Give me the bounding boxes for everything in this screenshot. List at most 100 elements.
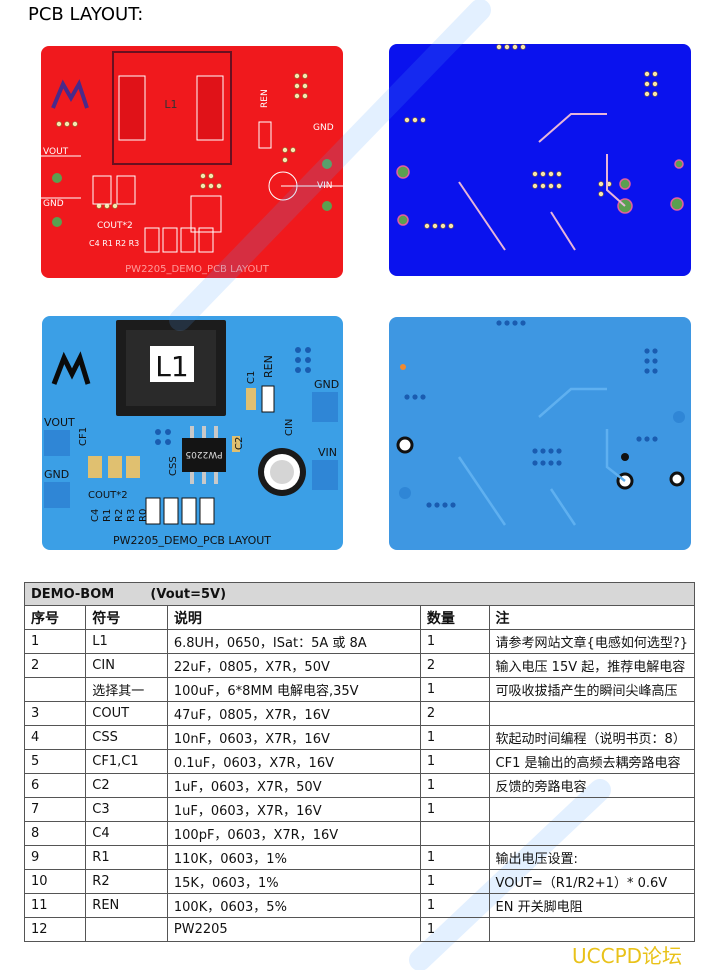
gnd-right-label: GND bbox=[314, 378, 339, 391]
pcb-bottom-layer-blue bbox=[389, 44, 691, 276]
inductor-3d-label: L1 bbox=[155, 350, 188, 383]
table-cell: 11 bbox=[23, 893, 87, 918]
bom-header-row: 序号符号说明数量注 bbox=[23, 605, 696, 630]
table-cell: 0.1uF，0603，X7R，16V bbox=[166, 749, 421, 774]
bom-header-cell: 序号 bbox=[23, 605, 87, 630]
table-cell: 100K，0603，5% bbox=[166, 893, 421, 918]
table-cell: 47uF，0805，X7R，16V bbox=[166, 701, 421, 726]
bom-header-cell: 符号 bbox=[85, 605, 168, 630]
table-cell: REN bbox=[85, 893, 168, 918]
bom-title: DEMO-BOM (Vout=5V) bbox=[24, 582, 695, 606]
red-cout-label: COUT*2 bbox=[97, 221, 133, 231]
logo-3d-icon bbox=[51, 351, 91, 385]
table-cell bbox=[419, 821, 490, 846]
table-cell: 请参考网站文章{电感如何选型?} bbox=[488, 629, 696, 654]
table-cell: 1 bbox=[419, 917, 490, 942]
table-cell: 12 bbox=[23, 917, 87, 942]
table-cell: 10 bbox=[23, 869, 87, 894]
pcb-caption: PW2205_DEMO_PCB LAYOUT bbox=[113, 534, 271, 547]
red-gnd-left-label: GND bbox=[43, 199, 64, 209]
table-cell: VOUT=（R1/R2+1）* 0.6V bbox=[488, 869, 696, 894]
table-cell: 3 bbox=[23, 701, 87, 726]
table-cell: 1 bbox=[419, 797, 490, 822]
table-cell: 6 bbox=[23, 773, 87, 798]
table-cell: 1 bbox=[419, 629, 490, 654]
table-cell: 1 bbox=[419, 725, 490, 750]
table-cell: COUT bbox=[85, 701, 168, 726]
logo-icon bbox=[51, 79, 89, 109]
table-cell: 2 bbox=[419, 653, 490, 678]
table-cell: 1 bbox=[419, 773, 490, 798]
table-cell: 100pF，0603，X7R，16V bbox=[166, 821, 421, 846]
pcb-bottom-3d-view bbox=[389, 317, 691, 550]
table-cell: 可吸收拔插产生的瞬间尖峰高压 bbox=[488, 677, 696, 702]
red-ren-label: REN bbox=[260, 89, 270, 108]
vout-label: VOUT bbox=[44, 416, 75, 429]
table-cell: PW2205 bbox=[166, 917, 421, 942]
table-cell: 反馈的旁路电容 bbox=[488, 773, 696, 798]
table-cell: 输出电压设置: bbox=[488, 845, 696, 870]
table-cell: 1 bbox=[419, 845, 490, 870]
table-cell bbox=[488, 821, 696, 846]
table-cell: 1 bbox=[419, 893, 490, 918]
watermark: UCCPD论坛 bbox=[572, 944, 683, 968]
table-cell: 输入电压 15V 起，推荐电解电容 bbox=[488, 653, 696, 678]
table-cell bbox=[488, 797, 696, 822]
table-cell: 4 bbox=[23, 725, 87, 750]
bom-title-row: DEMO-BOM (Vout=5V) bbox=[24, 582, 695, 606]
table-cell: 100uF，6*8MM 电解电容,35V bbox=[166, 677, 421, 702]
table-cell: C3 bbox=[85, 797, 168, 822]
table-cell: 1 bbox=[419, 677, 490, 702]
c2-label: C2 bbox=[234, 437, 245, 450]
vin-label: VIN bbox=[318, 446, 337, 459]
table-cell: 软起动时间编程（说明书页：8） bbox=[488, 725, 696, 750]
table-cell: 15K，0603，1% bbox=[166, 869, 421, 894]
red-vout-label: VOUT bbox=[43, 147, 69, 157]
table-cell: 7 bbox=[23, 797, 87, 822]
cf1-label: CF1 bbox=[78, 427, 89, 446]
r2-label: R2 bbox=[114, 509, 125, 522]
table-cell: 5 bbox=[23, 749, 87, 774]
table-cell: 1 bbox=[23, 629, 87, 654]
table-cell: 1uF，0603，X7R，50V bbox=[166, 773, 421, 798]
table-cell: 10nF，0603，X7R，16V bbox=[166, 725, 421, 750]
table-cell: 2 bbox=[419, 701, 490, 726]
table-cell: C4 bbox=[85, 821, 168, 846]
red-gnd-right-label: GND bbox=[313, 123, 334, 133]
r1-label: R1 bbox=[102, 509, 113, 522]
red-c4r1r2r3-label: C4 R1 R2 R3 bbox=[89, 239, 139, 248]
table-cell: CIN bbox=[85, 653, 168, 678]
c4-label: C4 bbox=[90, 509, 101, 522]
table-cell: 1 bbox=[419, 749, 490, 774]
table-cell: 选择其一 bbox=[85, 677, 168, 702]
table-cell bbox=[85, 917, 168, 942]
table-cell: CSS bbox=[85, 725, 168, 750]
table-cell: 1uF，0603，X7R，16V bbox=[166, 797, 421, 822]
pcb-top-3d-view: L1 PW2205 REN C1 CF1 VOUT GND GND VIN CI… bbox=[42, 316, 343, 550]
table-cell: C2 bbox=[85, 773, 168, 798]
table-cell: 110K，0603，1% bbox=[166, 845, 421, 870]
table-cell: 2 bbox=[23, 653, 87, 678]
table-cell: R2 bbox=[85, 869, 168, 894]
page-title: PCB LAYOUT: bbox=[28, 4, 144, 25]
gnd-left-label: GND bbox=[44, 468, 69, 481]
table-cell: 6.8UH，0650，ISat：5A 或 8A bbox=[166, 629, 421, 654]
red-pcb-caption: PW2205_DEMO_PCB LAYOUT bbox=[125, 264, 270, 275]
table-cell: 8 bbox=[23, 821, 87, 846]
table-cell: L1 bbox=[85, 629, 168, 654]
table-cell: CF1,C1 bbox=[85, 749, 168, 774]
bom-header-cell: 数量 bbox=[419, 605, 490, 630]
table-cell: 1 bbox=[419, 869, 490, 894]
chip-label: PW2205 bbox=[185, 449, 222, 459]
